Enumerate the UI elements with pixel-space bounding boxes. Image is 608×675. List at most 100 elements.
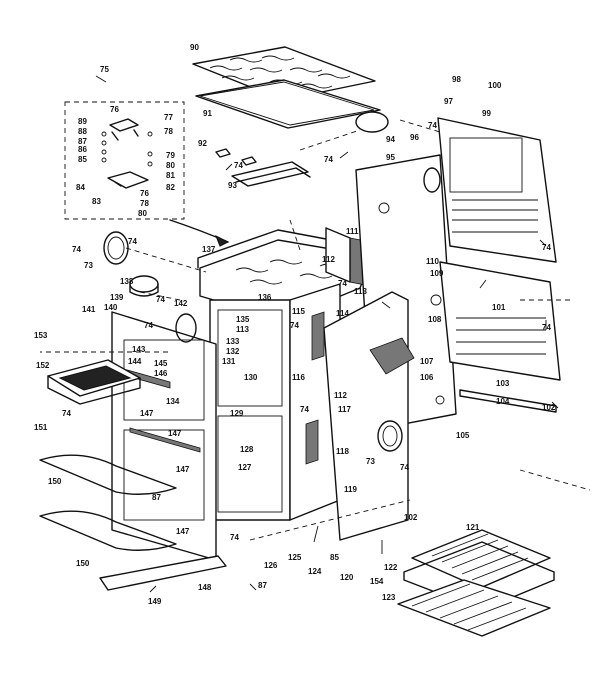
label-75: 75 <box>100 65 109 74</box>
label-93: 93 <box>228 181 237 190</box>
label-106: 106 <box>420 373 434 382</box>
label-86: 86 <box>78 145 87 154</box>
label-143: 143 <box>132 345 146 354</box>
round-trim-ring <box>423 167 441 193</box>
label-74j: 74 <box>62 409 71 418</box>
label-78b: 78 <box>140 199 149 208</box>
label-74i: 74 <box>156 295 165 304</box>
round-vent <box>355 111 389 133</box>
label-147d: 147 <box>168 429 182 438</box>
label-112a: 112 <box>322 255 335 264</box>
label-76b: 76 <box>140 189 149 198</box>
label-77: 77 <box>164 113 173 122</box>
label-107: 107 <box>420 357 434 366</box>
label-83: 83 <box>92 197 101 206</box>
label-87c: 87 <box>258 581 267 590</box>
label-74o: 74 <box>128 237 137 246</box>
door-panel-upper <box>39 454 177 495</box>
label-147c: 147 <box>176 527 190 536</box>
label-118: 118 <box>336 447 349 456</box>
label-148: 148 <box>198 583 212 592</box>
label-79: 79 <box>166 151 175 160</box>
label-120: 120 <box>340 573 354 582</box>
arrow-head-icon <box>215 234 230 247</box>
label-116: 116 <box>292 373 305 382</box>
label-98: 98 <box>452 75 461 84</box>
label-74n: 74 <box>144 321 153 330</box>
label-111: 111 <box>346 227 359 236</box>
label-80a: 80 <box>166 161 175 170</box>
label-76a: 76 <box>110 105 119 114</box>
label-128: 128 <box>240 445 254 454</box>
rear-back-panel <box>437 117 561 413</box>
label-102a: 102 <box>542 403 556 412</box>
label-136: 136 <box>258 293 272 302</box>
label-132: 132 <box>226 347 240 356</box>
label-112b: 112 <box>334 391 347 400</box>
label-74b: 74 <box>234 161 243 170</box>
label-85b: 85 <box>330 553 339 562</box>
label-pointers <box>95 75 559 593</box>
label-151: 151 <box>34 423 48 432</box>
label-89: 89 <box>78 117 87 126</box>
label-85a: 85 <box>78 155 87 164</box>
label-137: 137 <box>202 245 216 254</box>
broil-element <box>215 148 311 187</box>
label-101: 101 <box>492 303 506 312</box>
broiler-pan-set <box>397 529 555 637</box>
label-126: 126 <box>264 561 278 570</box>
label-113a: 113 <box>354 287 367 296</box>
label-74l: 74 <box>400 463 409 472</box>
label-150a: 150 <box>48 477 62 486</box>
label-102b: 102 <box>404 513 418 522</box>
label-124: 124 <box>308 567 322 576</box>
label-74e: 74 <box>542 243 551 252</box>
label-74c: 74 <box>324 155 333 164</box>
label-100: 100 <box>488 81 502 90</box>
label-113b: 113 <box>236 325 249 334</box>
label-74g: 74 <box>338 279 347 288</box>
label-144: 144 <box>128 357 142 366</box>
label-94: 94 <box>386 135 395 144</box>
label-87a: 87 <box>78 137 87 146</box>
label-134: 134 <box>166 397 180 406</box>
label-138: 138 <box>120 277 134 286</box>
label-110: 110 <box>426 257 439 266</box>
label-92: 92 <box>198 139 207 148</box>
label-130: 130 <box>244 373 258 382</box>
label-87b: 87 <box>152 493 161 502</box>
label-150b: 150 <box>76 559 90 568</box>
label-74d: 74 <box>428 121 437 130</box>
label-149: 149 <box>148 597 162 606</box>
label-127: 127 <box>238 463 252 472</box>
label-139: 139 <box>110 293 124 302</box>
label-133: 133 <box>226 337 240 346</box>
label-73a: 73 <box>84 261 93 270</box>
label-103: 103 <box>496 379 510 388</box>
label-81: 81 <box>166 171 175 180</box>
label-140: 140 <box>104 303 118 312</box>
label-135: 135 <box>236 315 250 324</box>
broiler-rack <box>47 359 141 405</box>
label-147b: 147 <box>176 465 190 474</box>
label-105: 105 <box>456 431 470 440</box>
label-129: 129 <box>230 409 244 418</box>
label-121: 121 <box>466 523 480 532</box>
right-side-panel <box>323 154 457 541</box>
label-141: 141 <box>82 305 96 314</box>
label-146: 146 <box>154 369 168 378</box>
label-117: 117 <box>338 405 351 414</box>
inset-detail-box <box>64 101 185 220</box>
label-74m: 74 <box>230 533 239 542</box>
label-78a: 78 <box>164 127 173 136</box>
label-154: 154 <box>370 577 384 586</box>
label-108: 108 <box>428 315 442 324</box>
label-123: 123 <box>382 593 396 602</box>
door-panel-lower <box>39 510 177 551</box>
burner-ring-right <box>175 313 197 343</box>
label-80b: 80 <box>138 209 147 218</box>
bottom-kick-plate <box>99 555 227 591</box>
label-88: 88 <box>78 127 87 136</box>
label-152: 152 <box>36 361 50 370</box>
